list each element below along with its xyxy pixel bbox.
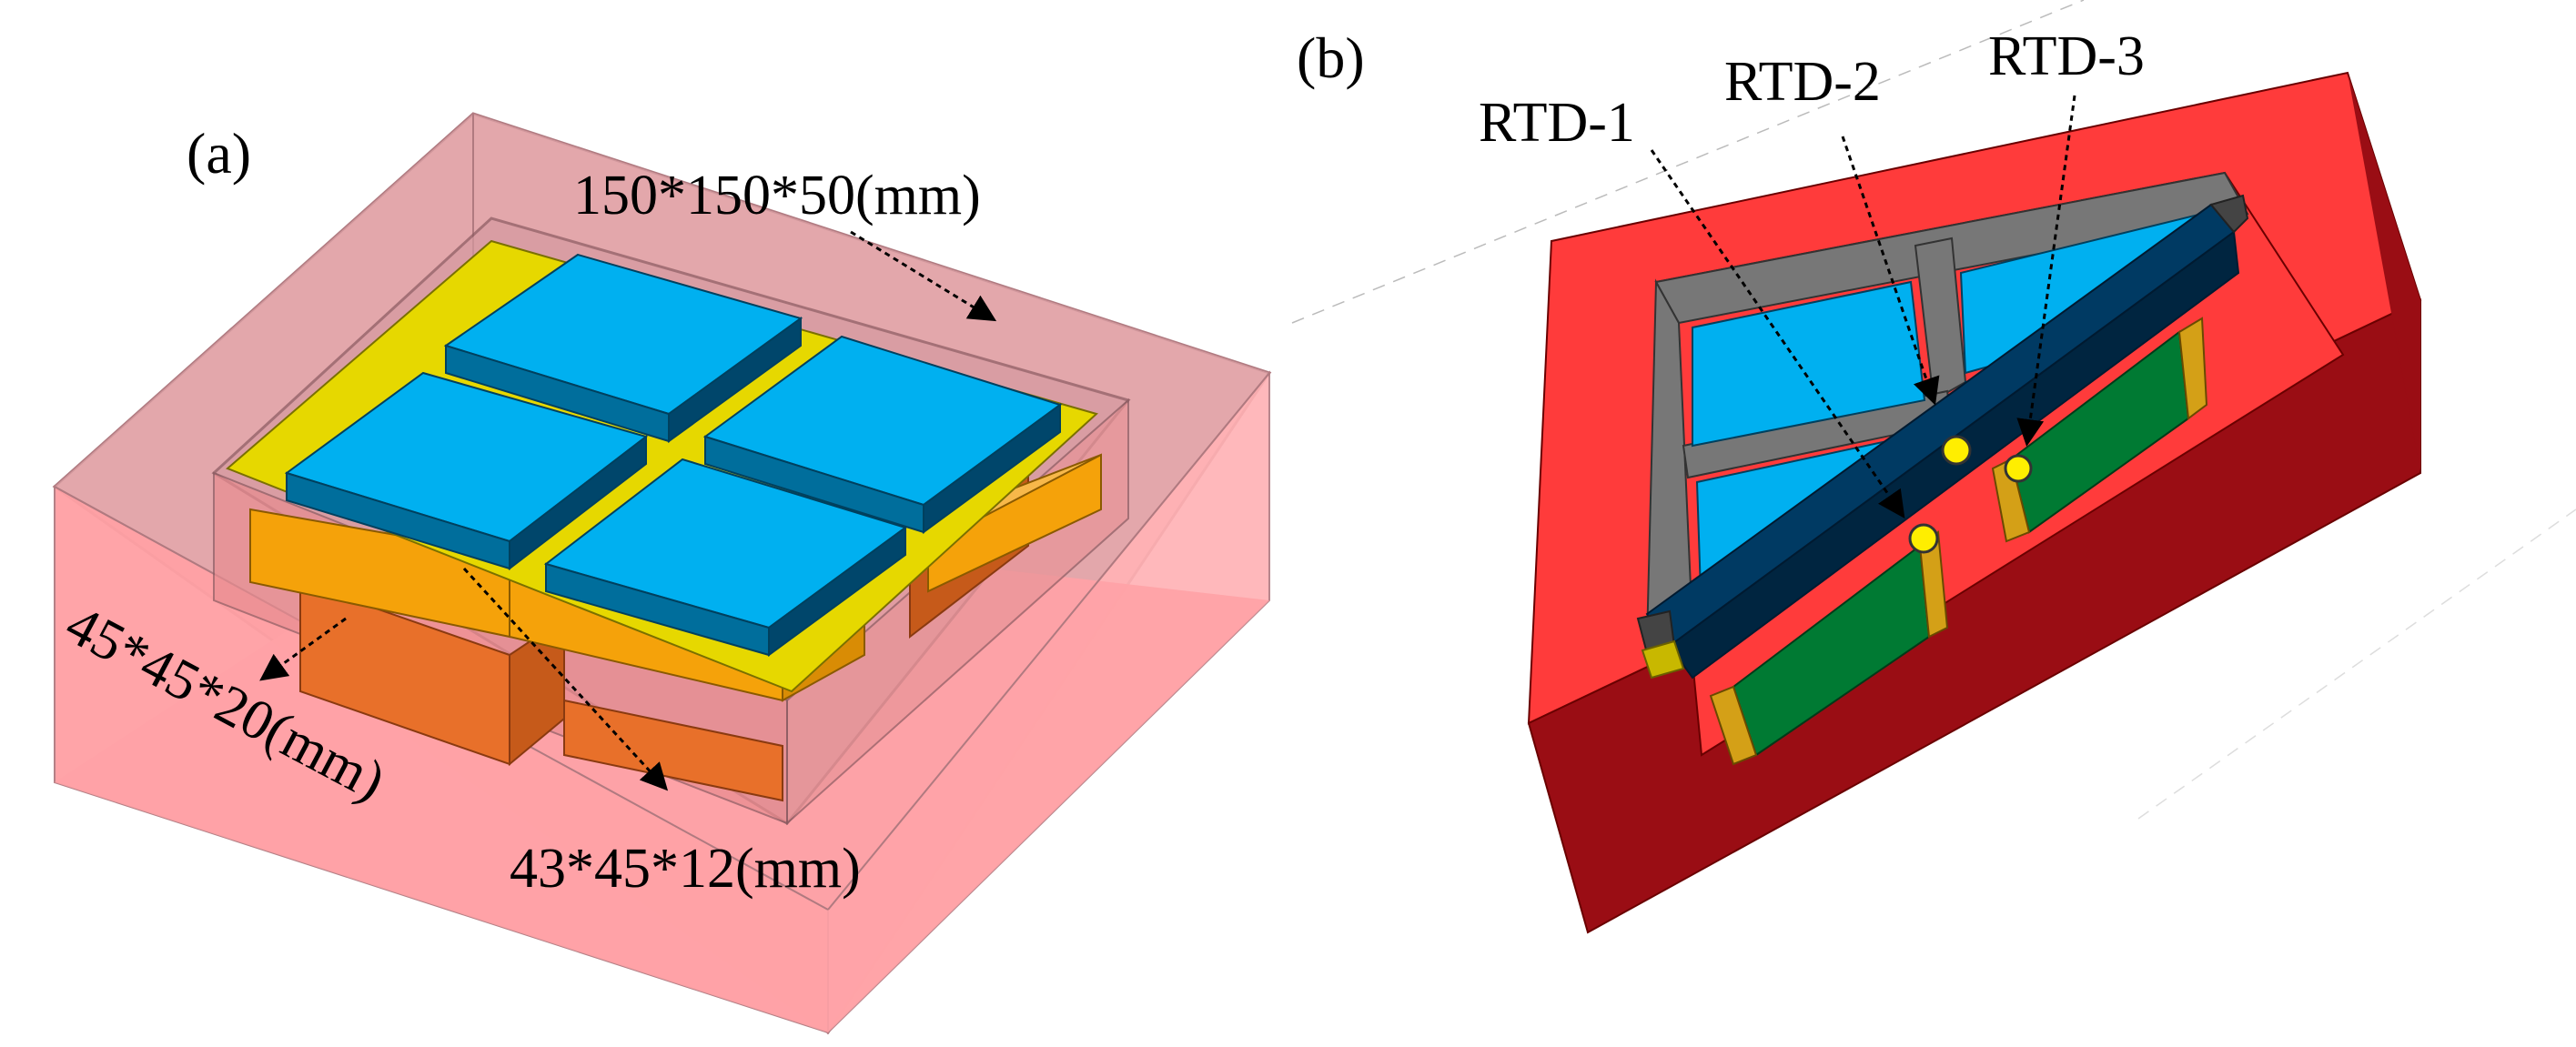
grey-frame	[1645, 171, 2249, 643]
panel-a-label: (a)	[187, 121, 251, 186]
rtd-1-sensor-dot	[1908, 523, 1939, 554]
rtd-1-leader	[1650, 149, 1905, 518]
rtd-3-label: RTD-3	[1988, 25, 2145, 87]
rtd-3-sensor-dot	[2004, 454, 2033, 483]
green-blocks	[1641, 317, 2208, 766]
rtd-2-label: RTD-2	[1724, 51, 1881, 113]
panel-b-label: (b)	[1297, 25, 1365, 90]
enclosure-dimension-label: 150*150*50(mm)	[573, 165, 981, 227]
rtd-2-sensor-dot	[1941, 435, 1972, 466]
block-dimension-leader	[259, 617, 347, 681]
rtd-2-leader	[1841, 136, 1940, 406]
panel-a: (a) 150*150*50(mm) 45*45*20(mm) 43*45*12…	[52, 112, 1272, 1035]
rtd-leaders	[1650, 95, 2076, 518]
rtd-3-leader	[2016, 95, 2076, 447]
rtd-1-label: RTD-1	[1479, 92, 1635, 154]
panel-b: (b) RTD-1 RTD-2 RTD-3	[1291, 0, 2576, 934]
sensor-dots	[1908, 435, 2033, 554]
enclosure-dimension-leader	[850, 230, 997, 322]
blue-tiles	[284, 253, 1063, 657]
dimension-arrows-a	[259, 230, 997, 791]
plate-dimension-label: 43*45*12(mm)	[510, 838, 861, 900]
